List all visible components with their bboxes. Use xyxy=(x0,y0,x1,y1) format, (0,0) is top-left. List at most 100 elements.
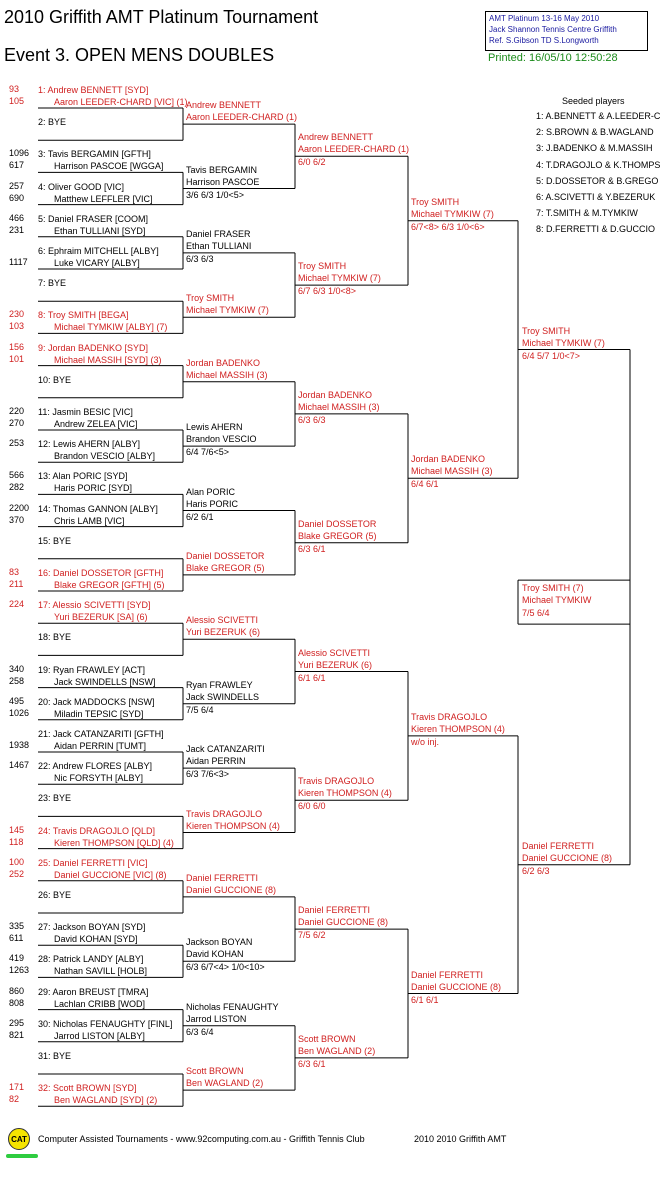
player-line: 16: Daniel DOSSETOR [GFTH] xyxy=(38,568,164,578)
player-line: 3: Tavis BERGAMIN [GFTH] xyxy=(38,149,151,160)
tournament-info-box: AMT Platinum 13-16 May 2010 Jack Shannon… xyxy=(485,11,648,51)
winner-line: Aaron LEEDER-CHARD (1) xyxy=(298,144,410,155)
ranking: 466 xyxy=(9,212,25,223)
winner-line: Ethan TULLIANI xyxy=(186,240,252,251)
champion-line: Troy SMITH (7) xyxy=(522,583,584,594)
score: 6/1 6/1 xyxy=(411,994,439,1005)
player-line: Andrew ZELEA [VIC] xyxy=(54,419,138,429)
ranking: 370 xyxy=(9,514,25,525)
player-line: 23: BYE xyxy=(38,793,72,804)
winner-line: Aidan PERRIN xyxy=(186,756,246,767)
winner-line: Travis DRAGOJLO xyxy=(411,711,488,722)
ranking: 270 xyxy=(9,418,25,428)
winner-line: Daniel FERRETTI xyxy=(298,905,371,916)
player-line: 20: Jack MADDOCKS [NSW] xyxy=(38,696,155,707)
player-line: 4: Oliver GOOD [VIC] xyxy=(38,181,125,192)
player-line: Luke VICARY [ALBY] xyxy=(54,258,140,268)
footer-text: Computer Assisted Tournaments - www.92co… xyxy=(38,1134,365,1144)
winner-line: Daniel GUCCIONE (8) xyxy=(411,981,502,992)
winner-line: Daniel FERRETTI xyxy=(186,872,259,883)
player-line: 8: Troy SMITH [BEGA] xyxy=(38,310,129,321)
winner-line: Daniel GUCCIONE (8) xyxy=(186,884,277,895)
player-line: Haris PORIC [SYD] xyxy=(54,483,133,494)
ranking: 617 xyxy=(9,160,25,171)
winner-line: Jordan BADENKO xyxy=(298,389,373,400)
event-title: Event 3. OPEN MENS DOUBLES xyxy=(4,45,275,65)
score: 6/3 6/4 xyxy=(186,1026,214,1037)
winner-line: Jack SWINDELLS xyxy=(186,691,260,702)
player-line: Nic FORSYTH [ALBY] xyxy=(54,773,144,784)
winner-line: Yuri BEZERUK (6) xyxy=(298,659,373,670)
ranking: 100 xyxy=(9,856,25,867)
player-line: 25: Daniel FERRETTI [VIC] xyxy=(38,857,148,868)
winner-line: Lewis AHERN xyxy=(186,422,243,433)
winner-line: Yuri BEZERUK (6) xyxy=(186,627,261,638)
player-line: 18: BYE xyxy=(38,632,72,643)
player-line: 9: Jordan BADENKO [SYD] xyxy=(38,342,149,353)
player-line: 21: Jack CATANZARITI [GFTH] xyxy=(38,729,164,739)
score: 6/4 7/6<5> xyxy=(186,447,230,458)
player-line: Ethan TULLIANI [SYD] xyxy=(54,225,146,236)
player-line: 24: Travis DRAGOJLO [QLD] xyxy=(38,825,156,836)
player-line: 1: Andrew BENNETT [SYD] xyxy=(38,85,149,95)
player-line: Miladin TEPSIC [SYD] xyxy=(54,708,144,719)
info-line-2: Jack Shannon Tennis Centre Griffith xyxy=(489,25,617,34)
ranking: 103 xyxy=(9,321,25,332)
score: 6/1 6/1 xyxy=(298,672,326,683)
ranking: 253 xyxy=(9,438,25,449)
winner-line: Jarrod LISTON xyxy=(186,1013,247,1024)
player-line: 5: Daniel FRASER [COOM] xyxy=(38,213,149,224)
player-line: Daniel GUCCIONE [VIC] (8) xyxy=(54,869,167,880)
winner-line: Blake GREGOR (5) xyxy=(186,562,265,573)
ranking: 83 xyxy=(9,567,20,577)
score: 7/5 6/4 xyxy=(522,608,550,619)
player-line: Michael MASSIH [SYD] (3) xyxy=(54,354,162,365)
logo-underline xyxy=(6,1154,38,1158)
ranking: 1938 xyxy=(9,740,30,750)
player-line: Aaron LEEDER-CHARD [VIC] (1) xyxy=(54,97,188,107)
ranking: 82 xyxy=(9,1094,20,1105)
score: 6/7 6/3 1/0<8> xyxy=(298,286,357,297)
player-line: Kieren THOMPSON [QLD] (4) xyxy=(54,837,174,848)
seed-item: 7: T.SMITH & M.TYMKIW xyxy=(536,208,638,219)
ranking: 156 xyxy=(9,341,25,352)
player-line: 11: Jasmin BESIC [VIC] xyxy=(38,407,133,417)
winner-line: Brandon VESCIO xyxy=(186,434,257,445)
winner-line: Jack CATANZARITI xyxy=(186,744,265,755)
ranking: 690 xyxy=(9,192,25,203)
player-line: 17: Alessio SCIVETTI [SYD] xyxy=(38,600,151,611)
ranking: 257 xyxy=(9,180,25,191)
player-line: 31: BYE xyxy=(38,1051,72,1061)
ranking: 105 xyxy=(9,96,25,106)
seed-item: 4: T.DRAGOJLO & K.THOMPS xyxy=(536,159,661,170)
winner-line: Kieren THOMPSON (4) xyxy=(186,820,280,831)
footer-right: 2010 2010 Griffith AMT xyxy=(414,1134,507,1144)
winner-line: Michael MASSIH (3) xyxy=(411,466,493,477)
player-line: 19: Ryan FRAWLEY [ACT] xyxy=(38,664,146,675)
bracket-lines xyxy=(38,107,631,1107)
seed-item: 2: S.BROWN & B.WAGLAND xyxy=(536,127,654,138)
winner-line: Kieren THOMPSON (4) xyxy=(411,723,505,734)
ranking: 295 xyxy=(9,1017,25,1028)
ranking: 566 xyxy=(9,470,25,481)
winner-line: Daniel GUCCIONE (8) xyxy=(298,917,389,928)
player-line: Jarrod LISTON [ALBY] xyxy=(54,1030,145,1041)
player-line: Aidan PERRIN [TUMT] xyxy=(54,741,147,751)
player-line: 26: BYE xyxy=(38,890,72,900)
player-line: David KOHAN [SYD] xyxy=(54,934,138,945)
ranking: 145 xyxy=(9,824,25,835)
score: 6/3 6/3 xyxy=(186,253,214,264)
ranking: 258 xyxy=(9,675,25,686)
winner-line: Andrew BENNETT xyxy=(298,132,374,143)
seed-item: 3: J.BADENKO & M.MASSIH xyxy=(536,143,653,154)
ranking: 808 xyxy=(9,997,25,1008)
winner-line: Troy SMITH xyxy=(522,325,571,336)
winner-line: Blake GREGOR (5) xyxy=(298,530,377,541)
ranking: 220 xyxy=(9,406,25,416)
player-line: 14: Thomas GANNON [ALBY] xyxy=(38,503,158,514)
info-line-1: AMT Platinum 13-16 May 2010 xyxy=(489,14,600,23)
seed-item: 5: D.DOSSETOR & B.GREGO xyxy=(536,175,659,186)
player-line: 15: BYE xyxy=(38,535,72,546)
score: 6/3 6/7<4> 1/0<10> xyxy=(186,962,265,973)
winner-line: Scott BROWN xyxy=(186,1066,244,1077)
